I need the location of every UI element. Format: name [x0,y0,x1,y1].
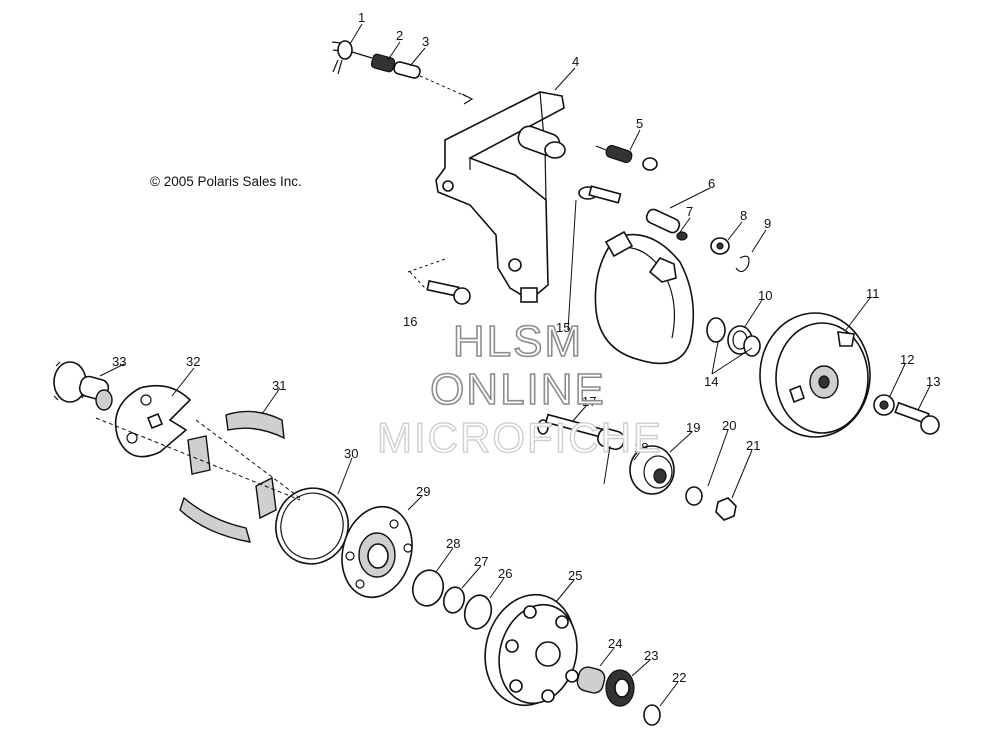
callout-27: 27 [474,554,488,569]
pin-6-7 [645,208,688,241]
callout-19: 19 [686,420,700,435]
callout-25: 25 [568,568,582,583]
cable-end [331,40,353,75]
callout-26: 26 [498,566,512,581]
bolt-16 [407,257,471,305]
brake-drum-11 [759,312,871,438]
watermark-line-3: MICROFICHE [377,414,663,461]
brake-bracket [435,91,566,303]
bolt-13 [894,401,940,435]
callout-17: 17 [582,394,596,409]
callout-5: 5 [636,116,643,131]
callout-24: 24 [608,636,622,651]
spring-5 [595,144,658,171]
ring-30 [275,487,349,565]
rings-26-28 [411,569,493,630]
watermark-line-2: ONLINE [430,365,606,414]
seal-10-14 [706,317,761,357]
callout-31: 31 [272,378,286,393]
callout-23: 23 [644,648,658,663]
callout-21: 21 [746,438,760,453]
callout-10: 10 [758,288,772,303]
callout-4: 4 [572,54,579,69]
callout-32: 32 [186,354,200,369]
washer-8 [710,237,730,255]
washer-12 [873,394,895,416]
copyright-text: © 2005 Polaris Sales Inc. [150,174,302,189]
drum-25 [484,593,579,707]
callout-15: 15 [556,320,570,335]
washer-20 [685,486,703,506]
callout-1: 1 [358,10,365,25]
spacer-18 [597,427,625,451]
callout-13: 13 [926,374,940,389]
callout-2: 2 [396,28,403,43]
hub-29 [341,505,413,599]
callout-11: 11 [866,286,880,301]
callout-3: 3 [422,34,429,49]
callout-9: 9 [764,216,771,231]
callout-6: 6 [708,176,715,191]
leader-lines [95,23,931,707]
clip-9 [735,255,750,273]
sprocket-23 [605,669,635,707]
callout-labels: 1 2 3 4 5 6 7 8 9 10 11 12 13 14 15 16 1… [112,10,940,685]
nut-21 [715,497,737,521]
callout-20: 20 [722,418,736,433]
shoes-31 [179,410,285,543]
watermark-line-1: HLSM [453,317,583,366]
callout-28: 28 [446,536,460,551]
bushing-24 [576,666,606,694]
callout-33: 33 [112,354,126,369]
plate-32 [114,384,192,458]
bolt-15 [578,185,622,204]
callout-18: 18 [634,440,648,455]
bearing-19 [629,445,675,495]
ring-22 [643,704,661,726]
callout-29: 29 [416,484,430,499]
cable-sleeve [393,61,474,105]
callout-16: 16 [403,314,417,329]
sprocket-33 [53,361,113,411]
cable-spring [351,51,396,73]
callout-14: 14 [704,374,718,389]
callout-8: 8 [740,208,747,223]
callout-12: 12 [900,352,914,367]
brake-band [594,230,695,365]
callout-22: 22 [672,670,686,685]
callout-7: 7 [686,204,693,219]
callout-30: 30 [344,446,358,461]
watermark: HLSM ONLINE MICROFICHE [376,316,663,462]
